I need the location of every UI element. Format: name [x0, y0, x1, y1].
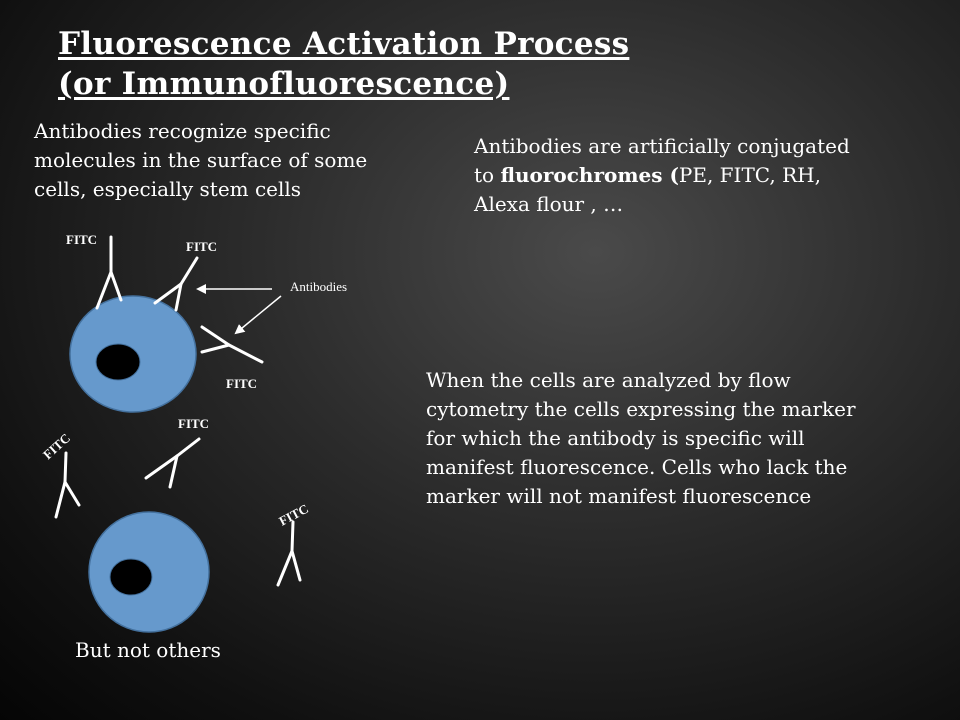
flow-cytometry-text: When the cells are analyzed by flow cyto…: [426, 368, 856, 508]
free-antibody-1: [54, 451, 81, 519]
fitc-label-1: FITC: [66, 232, 97, 247]
free-antibody-3: [276, 520, 302, 587]
antibodies-arrow-2: [234, 295, 282, 335]
title-line-2: (or Immunofluorescence): [58, 66, 510, 102]
antibodies-recognize-text: Antibodies recognize specific molecules …: [34, 119, 368, 201]
fitc-label-3: FITC: [226, 376, 257, 391]
antibodies-label: Antibodies: [290, 279, 347, 294]
unlabeled-cell-nucleus: [109, 558, 153, 596]
conjugation-text-start: Antibodies are artificially conjugated t…: [474, 134, 850, 187]
fluorochromes-term: fluorochromes (: [500, 163, 679, 187]
free-antibody-2: [144, 437, 201, 489]
bound-antibody-3: [200, 325, 264, 364]
slide-title: Fluorescence Activation Process (or Immu…: [58, 24, 629, 104]
fitc-label-2: FITC: [186, 239, 217, 254]
fitc-label-5: FITC: [178, 416, 209, 431]
labeled-cell-nucleus: [95, 343, 141, 381]
bound-antibody-2: [153, 256, 199, 312]
conjugation-text: Antibodies are artificially conjugated t…: [474, 132, 854, 219]
title-line-1: Fluorescence Activation Process: [58, 26, 630, 62]
bound-antibody-1: [95, 235, 123, 310]
conjugation-text-end: PE, FITC, RH, Alexa flour , …: [474, 163, 821, 216]
fitc-label-4: FITC: [40, 430, 73, 462]
but-not-others-label: But not others: [75, 638, 221, 662]
